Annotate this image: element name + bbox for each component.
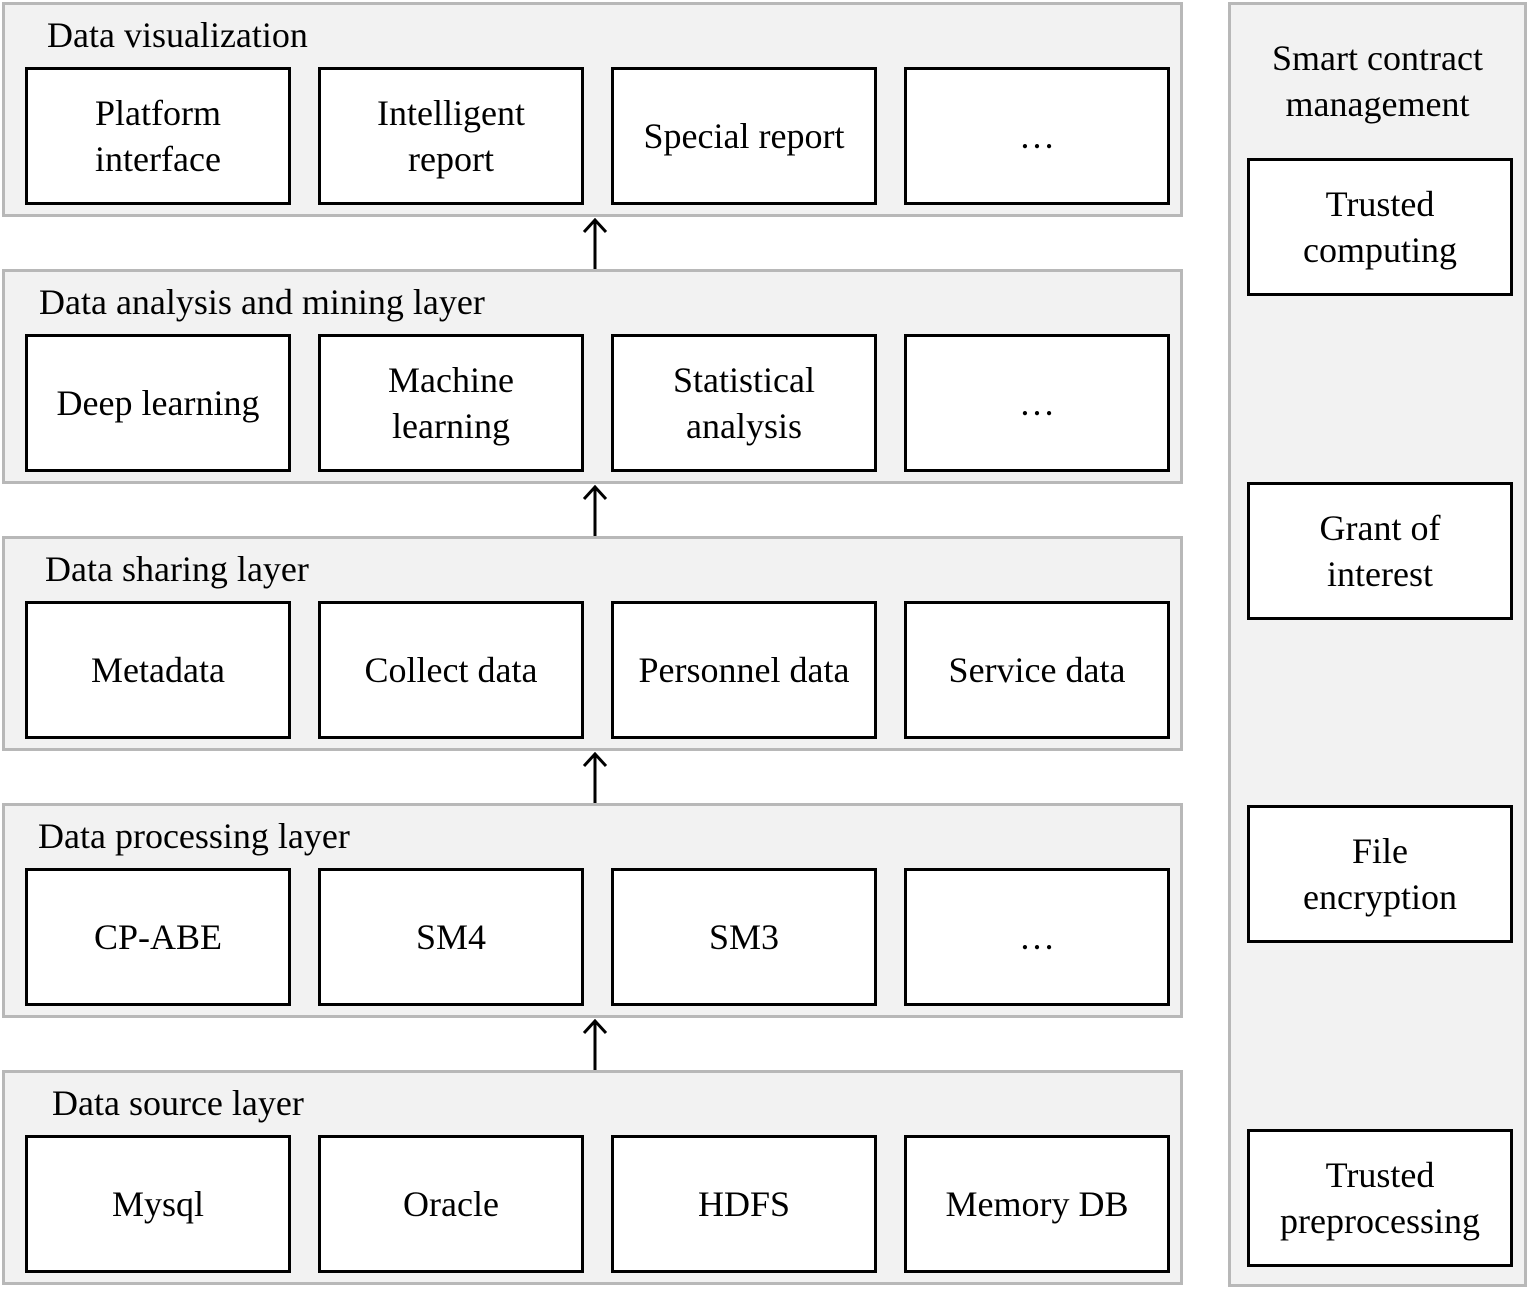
box-metadata: Metadata — [25, 601, 291, 739]
up-arrow-icon — [582, 752, 608, 804]
box-trusted-computing: Trusted computing — [1247, 158, 1513, 296]
box-sm3: SM3 — [611, 868, 877, 1006]
box-trusted-preprocessing: Trusted preprocessing — [1247, 1129, 1513, 1267]
box-file-encryption: File encryption — [1247, 805, 1513, 943]
smart-contract-management-panel: Smart contract management Trusted comput… — [1228, 2, 1527, 1287]
layer-title: Data visualization — [47, 15, 308, 55]
box-intelligent-report: Intelligent report — [318, 67, 584, 205]
box-mysql: Mysql — [25, 1135, 291, 1273]
box-memory-db: Memory DB — [904, 1135, 1170, 1273]
up-arrow-icon — [582, 218, 608, 270]
layer-data-sharing: Data sharing layer Metadata Collect data… — [2, 536, 1183, 751]
box-special-report: Special report — [611, 67, 877, 205]
box-statistical-analysis: Statistical analysis — [611, 334, 877, 472]
layer-title: Data processing layer — [38, 816, 350, 856]
box-oracle: Oracle — [318, 1135, 584, 1273]
box-service-data: Service data — [904, 601, 1170, 739]
box-platform-interface: Platform interface — [25, 67, 291, 205]
layer-title: Data analysis and mining layer — [39, 282, 485, 322]
box-grant-of-interest: Grant of interest — [1247, 482, 1513, 620]
box-collect-data: Collect data — [318, 601, 584, 739]
layer-title: Data source layer — [52, 1083, 304, 1123]
box-ellipsis: … — [904, 334, 1170, 472]
box-sm4: SM4 — [318, 868, 584, 1006]
layer-data-visualization: Data visualization Platform interface In… — [2, 2, 1183, 217]
box-cp-abe: CP-ABE — [25, 868, 291, 1006]
up-arrow-icon — [582, 1019, 608, 1071]
box-machine-learning: Machine learning — [318, 334, 584, 472]
box-ellipsis: … — [904, 868, 1170, 1006]
layer-data-analysis-mining: Data analysis and mining layer Deep lear… — [2, 269, 1183, 484]
layer-title: Data sharing layer — [45, 549, 309, 589]
box-personnel-data: Personnel data — [611, 601, 877, 739]
box-ellipsis: … — [904, 67, 1170, 205]
side-panel-title: Smart contract management — [1272, 38, 1483, 124]
layer-data-processing: Data processing layer CP-ABE SM4 SM3 … — [2, 803, 1183, 1018]
box-hdfs: HDFS — [611, 1135, 877, 1273]
box-deep-learning: Deep learning — [25, 334, 291, 472]
layer-data-source: Data source layer Mysql Oracle HDFS Memo… — [2, 1070, 1183, 1285]
up-arrow-icon — [582, 485, 608, 537]
